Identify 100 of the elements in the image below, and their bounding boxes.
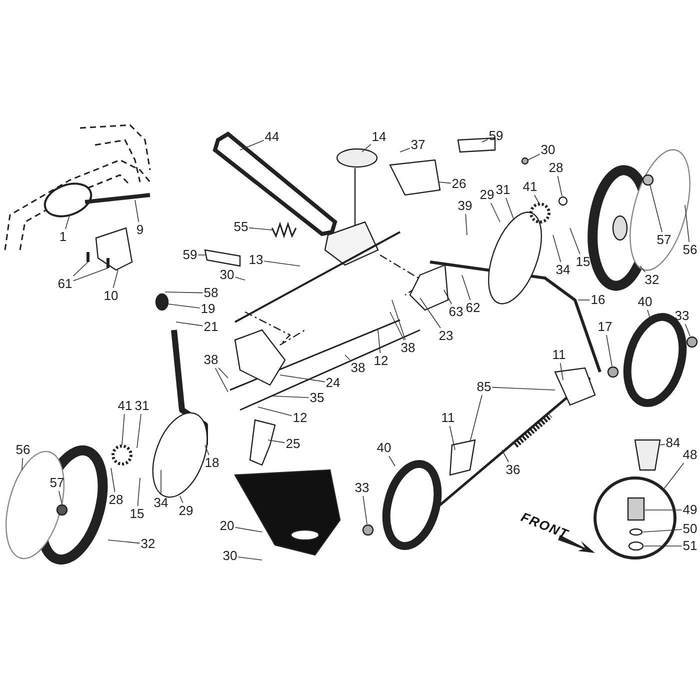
leader-line	[112, 270, 118, 288]
leader-line	[264, 260, 300, 266]
callout-number: 34	[556, 263, 570, 277]
leader-line	[378, 330, 381, 354]
leader-line	[506, 198, 514, 220]
callout-number: 31	[496, 183, 510, 197]
callout-number: 41	[522, 180, 538, 194]
callout-number: 30	[220, 268, 234, 282]
leader-line	[134, 200, 140, 222]
callout-number: 33	[674, 309, 690, 323]
callout-number: 28	[108, 493, 124, 507]
leader-line	[344, 354, 350, 360]
leader-line	[465, 214, 468, 236]
leader-line	[684, 324, 690, 336]
leader-line	[482, 139, 488, 142]
leader-line	[108, 540, 140, 544]
callout-number: 18	[204, 456, 220, 470]
callout-number: 50	[682, 522, 698, 536]
leader-line	[176, 322, 204, 326]
leader-line	[65, 214, 70, 230]
leader-line	[470, 394, 482, 442]
callout-number: 33	[354, 481, 370, 495]
leader-line	[137, 478, 140, 506]
callout-number: 40	[638, 295, 652, 309]
leader-line	[570, 228, 580, 254]
callout-number: 48	[682, 448, 698, 462]
leader-line	[392, 300, 406, 340]
callout-number: 63	[448, 305, 464, 319]
leader-line	[449, 426, 456, 450]
callout-number: 29	[480, 188, 494, 202]
callout-number: 59	[488, 129, 504, 143]
leader-line	[388, 456, 396, 466]
leader-line	[560, 362, 564, 380]
callout-number: 85	[476, 380, 492, 394]
callout-number: 61	[58, 277, 72, 291]
callout-number: 11	[441, 411, 455, 425]
callout-number: 31	[134, 399, 150, 413]
leader-line	[268, 440, 286, 444]
callout-number: 56	[16, 443, 30, 457]
callout-number: 1	[59, 230, 67, 244]
callout-number: 34	[154, 496, 168, 510]
callout-number: 38	[400, 341, 416, 355]
leader-line	[72, 262, 88, 276]
callout-number: 35	[310, 391, 324, 405]
leader-line	[390, 312, 404, 340]
leader-line	[400, 148, 410, 152]
callout-number: 23	[438, 329, 454, 343]
callout-number: 24	[326, 376, 340, 390]
leader-line	[606, 334, 612, 366]
callout-number: 20	[220, 519, 234, 533]
callout-number: 59	[182, 248, 198, 262]
callout-number: 57	[656, 233, 672, 247]
callout-number: 56	[682, 243, 698, 257]
leader-line	[502, 450, 509, 462]
callout-number: 38	[204, 353, 218, 367]
callout-number: 19	[200, 302, 216, 316]
callout-number: 30	[222, 549, 238, 563]
leader-line	[660, 444, 666, 446]
leader-line	[204, 444, 210, 456]
leader-line	[234, 276, 246, 280]
leader-line	[180, 496, 184, 504]
leader-line	[168, 304, 200, 308]
leader-line	[362, 144, 372, 152]
callout-number: 49	[682, 503, 698, 517]
callout-number: 16	[590, 293, 606, 307]
leader-line	[234, 527, 262, 532]
leader-line	[258, 406, 292, 416]
leader-line	[528, 154, 540, 160]
callout-number: 39	[458, 199, 472, 213]
callout-number: 11	[552, 348, 566, 362]
leader-line	[557, 176, 562, 196]
callout-number: 41	[118, 399, 132, 413]
callout-number: 25	[286, 437, 300, 451]
callout-number: 29	[178, 504, 194, 518]
leader-line	[240, 140, 264, 150]
callout-number: 26	[452, 177, 466, 191]
callout-number: 15	[576, 255, 590, 269]
leader-line	[662, 462, 684, 490]
callout-number: 12	[374, 354, 388, 368]
callout-number: 28	[548, 161, 564, 175]
callout-number: 84	[666, 436, 680, 450]
leader-line	[238, 556, 262, 560]
callout-number: 12	[292, 411, 308, 425]
leader-line	[444, 290, 452, 304]
leader-line	[136, 414, 142, 448]
leader-line	[490, 202, 500, 222]
leader-line	[640, 266, 646, 272]
leader-line	[214, 368, 228, 392]
leader-line	[438, 182, 452, 184]
callout-number: 58	[204, 286, 218, 300]
leader-line	[198, 254, 206, 256]
callout-number: 36	[506, 463, 520, 477]
callout-number: 15	[130, 507, 144, 521]
callout-number: 62	[466, 301, 480, 315]
callout-number: 14	[372, 130, 386, 144]
leader-line	[272, 396, 310, 398]
leader-line	[164, 292, 204, 294]
callout-number: 32	[644, 273, 660, 287]
leader-line	[362, 496, 368, 524]
leader-line	[650, 184, 662, 232]
